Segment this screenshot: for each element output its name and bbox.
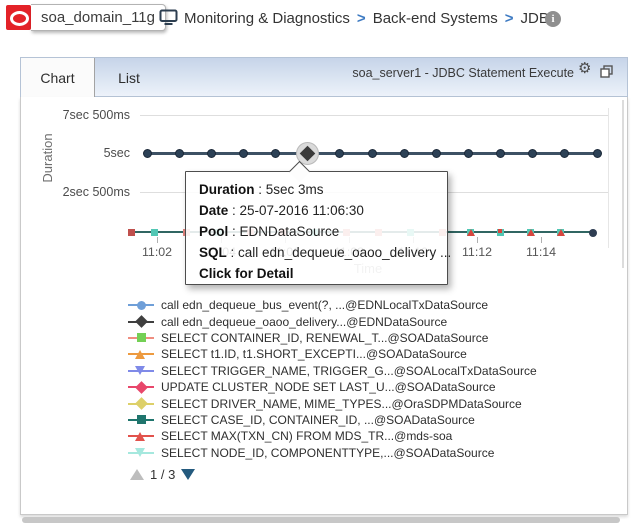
data-point-marker[interactable] bbox=[592, 149, 602, 158]
legend-label: SELECT MAX(TXN_CN) FROM MDS_TR...@mds-so… bbox=[161, 429, 453, 444]
data-point-marker[interactable] bbox=[431, 149, 441, 158]
legend-item[interactable]: SELECT TRIGGER_NAME, TRIGGER_G...@SOALoc… bbox=[128, 363, 537, 379]
target-name-badge[interactable]: soa_domain_11g bbox=[31, 4, 166, 31]
oracle-ring-icon bbox=[10, 11, 29, 26]
gear-icon[interactable]: ⚙ bbox=[578, 60, 592, 77]
y-axis-title: Duration bbox=[40, 133, 55, 183]
data-point-marker[interactable] bbox=[206, 149, 216, 158]
breadcrumb: Monitoring & Diagnostics > Back-end System… bbox=[184, 10, 560, 27]
legend-label: SELECT CONTAINER_ID, RENEWAL_T...@SOADat… bbox=[161, 330, 489, 345]
data-point-marker[interactable] bbox=[150, 228, 158, 236]
y-tick-2sec500ms: 2sec 500ms bbox=[62, 185, 130, 199]
page-up-icon[interactable] bbox=[130, 468, 144, 480]
breadcrumb-separator: > bbox=[356, 10, 366, 27]
legend-label: SELECT DRIVER_NAME, MIME_TYPES...@OraSDP… bbox=[161, 396, 522, 411]
tooltip-pool-label: Pool bbox=[199, 224, 229, 239]
oracle-target-icon[interactable] bbox=[6, 5, 31, 30]
gridline bbox=[140, 115, 608, 116]
data-point-marker[interactable] bbox=[588, 228, 597, 237]
legend-label: SELECT t1.ID, t1.SHORT_EXCEPTI...@SOADat… bbox=[161, 347, 467, 362]
data-point-marker[interactable] bbox=[560, 149, 570, 158]
breadcrumb-item-backend-systems[interactable]: Back-end Systems bbox=[372, 10, 498, 27]
data-point-marker[interactable] bbox=[399, 149, 409, 158]
legend-label: call edn_dequeue_bus_event(?, ...@EDNLoc… bbox=[161, 298, 489, 313]
legend-pagination: 1 / 3 bbox=[130, 467, 537, 482]
breadcrumb-item-monitoring[interactable]: Monitoring & Diagnostics bbox=[184, 10, 350, 27]
data-point-marker[interactable] bbox=[463, 149, 473, 158]
tooltip-date-label: Date bbox=[199, 203, 229, 218]
panel-title: soa_server1 - JDBC Statement Execute bbox=[352, 66, 574, 80]
data-point-marker[interactable] bbox=[335, 149, 345, 158]
tab-list[interactable]: List bbox=[118, 70, 140, 86]
legend-label: UPDATE CLUSTER_NODE SET LAST_U...@SOADat… bbox=[161, 380, 496, 395]
data-point-marker[interactable] bbox=[174, 149, 184, 158]
data-point-marker[interactable] bbox=[367, 149, 377, 158]
x-tick-label: 11:02 bbox=[141, 245, 173, 259]
overlapping-point-marker[interactable] bbox=[556, 228, 565, 236]
detach-icon[interactable] bbox=[600, 65, 613, 83]
plot-right-edge bbox=[608, 108, 609, 248]
x-axis-tick bbox=[157, 237, 158, 243]
tooltip-click-for-detail[interactable]: Click for Detail bbox=[199, 266, 294, 281]
legend-marker-icon bbox=[128, 380, 154, 394]
legend-marker-icon bbox=[128, 447, 154, 459]
legend-marker-icon bbox=[128, 430, 154, 442]
legend-marker-icon bbox=[128, 365, 154, 377]
legend-marker-icon bbox=[128, 348, 154, 360]
overlapping-point-marker[interactable] bbox=[498, 228, 502, 233]
chart-legend: call edn_dequeue_bus_event(?, ...@EDNLoc… bbox=[128, 297, 537, 482]
legend-marker-icon bbox=[128, 397, 154, 410]
legend-marker-icon bbox=[128, 332, 154, 344]
x-axis-tick bbox=[477, 237, 478, 243]
data-point-marker[interactable] bbox=[238, 149, 248, 158]
data-point-marker[interactable] bbox=[496, 149, 506, 158]
data-point-marker[interactable] bbox=[271, 149, 281, 158]
legend-marker-icon bbox=[128, 299, 154, 311]
legend-label: call edn_dequeue_oaoo_delivery...@EDNDat… bbox=[161, 314, 448, 329]
legend-marker-icon bbox=[128, 315, 154, 328]
tooltip-date-value: 25-07-2016 11:06:30 bbox=[239, 203, 364, 218]
breadcrumb-separator: > bbox=[504, 10, 514, 27]
horizontal-scrollbar[interactable] bbox=[22, 517, 620, 523]
x-tick-label: 11:14 bbox=[525, 245, 557, 259]
chart-panel bbox=[20, 97, 628, 515]
legend-label: SELECT NODE_ID, COMPONENTTYPE,...@SOADat… bbox=[161, 445, 495, 460]
legend-item[interactable]: SELECT t1.ID, t1.SHORT_EXCEPTI...@SOADat… bbox=[128, 346, 537, 362]
legend-item[interactable]: SELECT DRIVER_NAME, MIME_TYPES...@OraSDP… bbox=[128, 395, 537, 411]
tooltip-sql-label: SQL bbox=[199, 245, 227, 260]
overlapping-point-marker[interactable] bbox=[466, 228, 475, 236]
legend-item[interactable]: call edn_dequeue_oaoo_delivery...@EDNDat… bbox=[128, 313, 537, 329]
legend-item[interactable]: SELECT MAX(TXN_CN) FROM MDS_TR...@mds-so… bbox=[128, 428, 537, 444]
tooltip-pool-value: EDNDataSource bbox=[239, 224, 340, 239]
page-indicator: 1 / 3 bbox=[150, 466, 176, 482]
data-point-marker[interactable] bbox=[127, 228, 135, 236]
monitor-icon bbox=[159, 9, 178, 31]
legend-label: SELECT TRIGGER_NAME, TRIGGER_G...@SOALoc… bbox=[161, 363, 537, 378]
tab-chart[interactable]: Chart bbox=[21, 58, 95, 98]
page-down-icon[interactable] bbox=[181, 468, 196, 480]
legend-item[interactable]: SELECT NODE_ID, COMPONENTTYPE,...@SOADat… bbox=[128, 445, 537, 461]
vertical-scrollbar[interactable] bbox=[622, 100, 624, 268]
legend-label: SELECT CASE_ID, CONTAINER_ID, ...@SOADat… bbox=[161, 412, 475, 427]
legend-marker-icon bbox=[128, 414, 154, 426]
tooltip-duration-label: Duration bbox=[199, 182, 255, 197]
legend-item[interactable]: UPDATE CLUSTER_NODE SET LAST_U...@SOADat… bbox=[128, 379, 537, 395]
chart-tooltip: Duration : 5sec 3ms Date : 25-07-2016 11… bbox=[185, 160, 452, 285]
tooltip-duration-value: 5sec 3ms bbox=[265, 182, 324, 197]
legend-item[interactable]: SELECT CASE_ID, CONTAINER_ID, ...@SOADat… bbox=[128, 412, 537, 428]
data-point-marker[interactable] bbox=[528, 149, 538, 158]
x-axis-tick bbox=[541, 237, 542, 243]
tab-strip: Chart List bbox=[20, 57, 628, 98]
legend-item[interactable]: call edn_dequeue_bus_event(?, ...@EDNLoc… bbox=[128, 297, 537, 313]
data-point-marker[interactable] bbox=[142, 149, 152, 158]
y-tick-5sec: 5sec bbox=[103, 146, 130, 160]
x-tick-label: 11:12 bbox=[461, 245, 493, 259]
tooltip-sql-value: call edn_dequeue_oaoo_delivery ... bbox=[238, 245, 452, 260]
legend-item[interactable]: SELECT CONTAINER_ID, RENEWAL_T...@SOADat… bbox=[128, 330, 537, 346]
overlapping-point-marker[interactable] bbox=[526, 228, 535, 236]
info-icon[interactable]: i bbox=[545, 11, 561, 27]
y-tick-7sec500ms: 7sec 500ms bbox=[62, 108, 130, 122]
